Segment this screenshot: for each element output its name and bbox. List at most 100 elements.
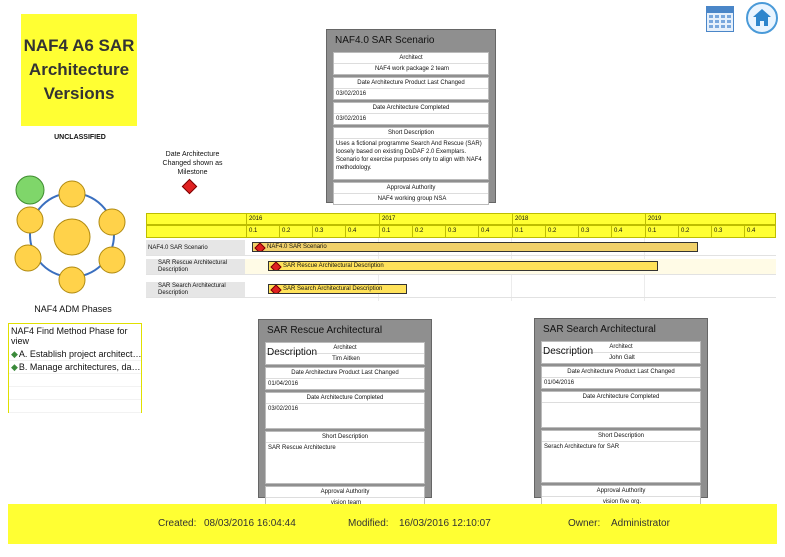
changed-label: Date Architecture Product Last Changed (266, 368, 424, 379)
milestone-diamond-icon (270, 285, 282, 293)
gantt-row-label: SAR Search Architectural Description (146, 282, 245, 297)
completed-label: Date Architecture Completed (266, 393, 424, 404)
find-empty-row (9, 374, 141, 387)
gantt-bar-label: SAR Rescue Architectural Description (283, 263, 384, 269)
owner-label: Owner: (568, 518, 601, 529)
completed-value: 03/02/2016 (336, 116, 367, 122)
gantt-row-label: NAF4.0 SAR Scenario (146, 240, 245, 255)
desc-label: Short Description (266, 432, 424, 443)
year-cell: 2017 (379, 214, 512, 224)
desc-label: Short Description (542, 431, 700, 442)
completed-label: Date Architecture Completed (334, 103, 488, 114)
find-item[interactable]: ◆B. Manage architectures, da… (9, 361, 141, 374)
diagram-caption: NAF4 ADM Phases (34, 304, 112, 314)
quarter-cell: 0.3 (711, 226, 744, 237)
find-method-panel: NAF4 Find Method Phase for view ◆A. Esta… (8, 323, 142, 413)
approval-label: Approval Authority (334, 183, 488, 194)
year-cell: 2018 (512, 214, 645, 224)
quarter-cell: 0.2 (412, 226, 445, 237)
quarter-cell: 0.1 (246, 226, 279, 237)
rescue-card[interactable]: SAR Rescue Architectural Description Arc… (258, 319, 432, 509)
quarter-cell: 0.1 (645, 226, 678, 237)
changed-value: 01/04/2016 (268, 381, 299, 387)
quarter-cell: 0.4 (478, 226, 512, 237)
modified-label: Modified: (348, 518, 389, 529)
architect-value: NAF4 work package 2 team (374, 66, 450, 72)
home-icon[interactable] (746, 2, 778, 34)
find-empty-row (9, 400, 141, 413)
completed-value (542, 403, 700, 427)
adm-phases-diagram[interactable] (8, 172, 136, 298)
card-title: NAF4.0 SAR Scenario (335, 35, 435, 46)
quarter-cell: 0.1 (379, 226, 412, 237)
find-method-icon: ◆ (11, 362, 18, 372)
approval-value: vision five org. (602, 499, 642, 505)
milestone-diamond-icon (181, 178, 198, 195)
quarter-cell: 0.4 (611, 226, 645, 237)
architect-label: Architect (266, 343, 424, 354)
milestone-diamond-icon (254, 243, 266, 251)
quarter-cell: 0.4 (744, 226, 777, 237)
gantt-bar[interactable]: SAR Rescue Architectural Description (268, 261, 658, 271)
quarter-cell: 0.3 (445, 226, 478, 237)
approval-label: Approval Authority (266, 487, 424, 498)
timeline-gantt: 2016 2017 2018 2019 0.1 0.2 0.3 0.4 0.1 … (146, 213, 776, 301)
desc-value: Serach Architecture for SAR (544, 444, 620, 450)
quarter-cell: 0.4 (345, 226, 379, 237)
changed-value: 01/04/2016 (544, 380, 575, 386)
gantt-bar-label: SAR Search Architectural Description (283, 286, 383, 292)
architect-value: John Galt (609, 355, 635, 361)
gantt-row[interactable]: SAR Search Architectural Description SAR… (146, 282, 776, 298)
gantt-row-label: SAR Rescue Architectural Description (146, 259, 245, 274)
quarter-cell: 0.3 (312, 226, 345, 237)
quarter-cell: 0.2 (678, 226, 711, 237)
approval-value: NAF4 working group NSA (377, 196, 447, 202)
completed-label: Date Architecture Completed (542, 392, 700, 403)
changed-label: Date Architecture Product Last Changed (334, 78, 488, 89)
find-item-label: A. Establish project architect… (18, 349, 141, 359)
find-item[interactable]: ◆A. Establish project architect… (9, 348, 141, 361)
changed-value: 03/02/2016 (336, 91, 367, 97)
classification-label: UNCLASSIFIED (54, 134, 106, 141)
find-method-icon: ◆ (11, 349, 18, 359)
gantt-row[interactable]: SAR Rescue Architectural Description SAR… (146, 259, 776, 275)
page-title: NAF4 A6 SAR Architecture Versions (21, 14, 137, 126)
gantt-row[interactable]: NAF4.0 SAR Scenario NAF4.0 SAR Scenario (146, 240, 776, 256)
quarter-cell: 0.2 (279, 226, 312, 237)
completed-value: 03/02/2016 (268, 406, 299, 412)
gantt-year-header: 2016 2017 2018 2019 (146, 213, 776, 225)
milestone-diamond-icon (270, 262, 282, 270)
search-card[interactable]: SAR Search Architectural Description Arc… (534, 318, 708, 508)
find-panel-title: NAF4 Find Method Phase for view (11, 326, 128, 346)
approval-label: Approval Authority (542, 486, 700, 497)
desc-value: Uses a fictional programme Search And Re… (336, 141, 482, 171)
gantt-bar[interactable]: NAF4.0 SAR Scenario (252, 242, 698, 252)
gantt-bar[interactable]: SAR Search Architectural Description (268, 284, 407, 294)
desc-value: SAR Rescue Architecture (268, 445, 336, 451)
modified-value: 16/03/2016 12:10:07 (399, 518, 491, 529)
gantt-quarter-header: 0.1 0.2 0.3 0.4 0.1 0.2 0.3 0.4 0.1 0.2 … (146, 225, 776, 238)
milestone-legend-text: Date Architecture Changed shown as Miles… (162, 151, 223, 176)
quarter-cell: 0.3 (578, 226, 611, 237)
find-empty-row (9, 387, 141, 400)
find-item-label: B. Manage architectures, da… (18, 362, 141, 372)
desc-label: Short Description (334, 128, 488, 139)
created-value: 08/03/2016 16:04:44 (204, 518, 296, 529)
architect-value: Tim Aitken (332, 356, 360, 362)
quarter-cell: 0.2 (545, 226, 578, 237)
owner-value: Administrator (611, 518, 670, 529)
footer-bar: Created: 08/03/2016 16:04:44 Modified: 1… (8, 504, 777, 544)
architect-label: Architect (334, 53, 488, 64)
card-title: SAR Search Architectural Description (543, 324, 656, 357)
changed-label: Date Architecture Product Last Changed (542, 367, 700, 378)
calendar-icon[interactable] (706, 6, 734, 32)
gantt-bar-label: NAF4.0 SAR Scenario (267, 244, 327, 250)
architect-label: Architect (542, 342, 700, 353)
year-cell: 2019 (645, 214, 777, 224)
quarter-cell: 0.1 (512, 226, 545, 237)
card-title: SAR Rescue Architectural Description (267, 325, 383, 358)
year-cell: 2016 (246, 214, 379, 224)
created-label: Created: (158, 518, 197, 529)
approval-value: vision team (330, 500, 362, 506)
